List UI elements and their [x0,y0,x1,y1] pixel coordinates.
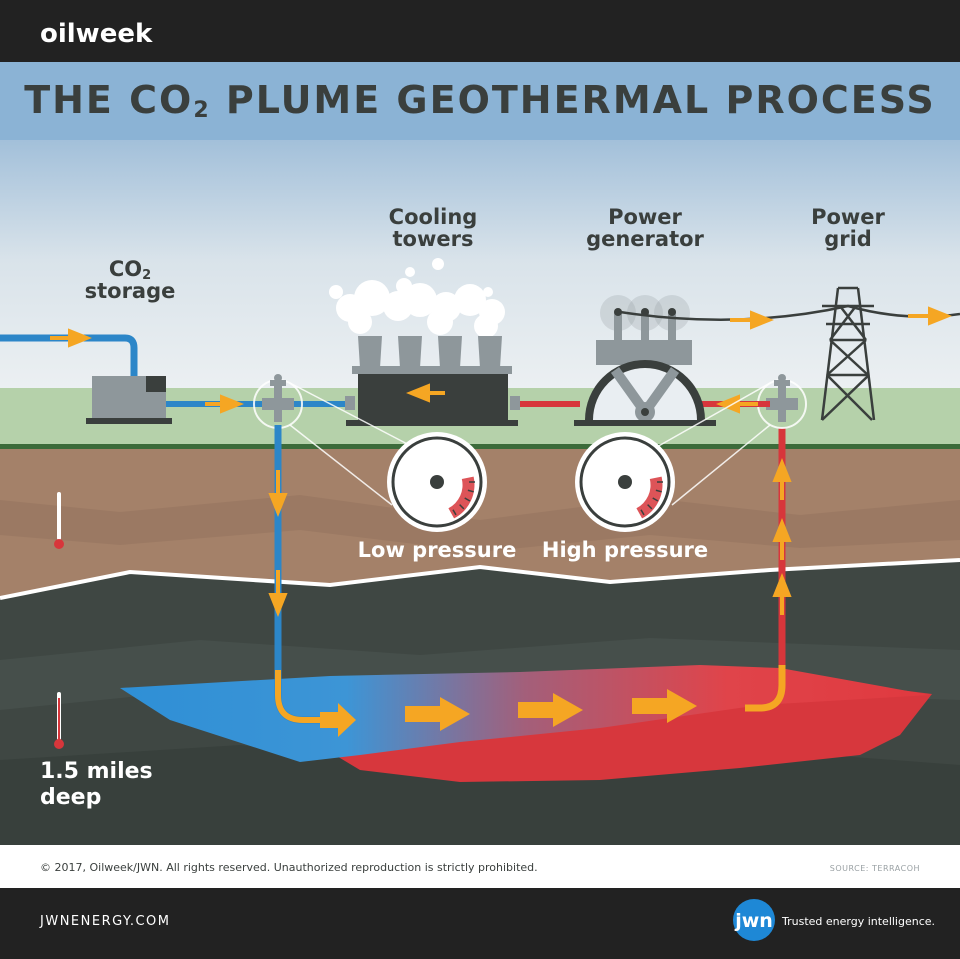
depth-label-line2: deep [40,785,101,810]
brand-logo: oilweek [40,19,153,49]
jwn-logo-text: jwn [734,910,773,932]
rock-boundary [0,558,960,600]
power-generator-label: Power [608,205,682,229]
power-grid-label: Power [811,205,885,229]
inlet-pipe [0,334,138,404]
co2-storage-label-line2: storage [85,279,176,303]
co2-storage-label: CO2 [109,257,151,283]
cooling-towers-label-line2: towers [393,227,474,251]
co2-storage-tank [86,376,172,424]
cooling-towers-label: Cooling [389,205,478,229]
low-pressure-label: Low pressure [358,538,517,562]
deep-thermometer-icon [54,692,64,749]
injection-well-bend [275,670,325,723]
jwn-logo: jwn [733,899,775,941]
soil-band [0,495,960,552]
copyright-strip [0,845,960,888]
reservoir-flow-arrows [320,689,697,737]
website-link[interactable]: JWNENERGY.COM [39,914,171,929]
depth-label-line1: 1.5 miles [40,759,153,784]
shallow-thermometer-icon [54,492,64,549]
power-grid-label-line2: grid [824,227,872,251]
power-grid-tower-icon [820,286,876,421]
rock-band-2 [0,745,960,845]
footer-tagline: Trusted energy intelligence. [781,915,935,928]
page-title: THE CO2 PLUME GEOTHERMAL PROCESS [24,78,936,123]
cooling-towers-building [329,258,520,426]
high-pressure-gauge-icon [575,432,675,532]
footer-bar [0,888,960,954]
production-wellhead [757,374,807,429]
gauge-callout-lines [289,382,771,506]
injection-wellhead [253,374,303,429]
steam-clouds [329,258,505,338]
title-band [0,62,960,140]
low-pressure-gauge-icon [387,432,487,532]
copyright-text: © 2017, Oilweek/JWN. All rights reserved… [40,861,538,874]
power-generator-label-line2: generator [586,227,704,251]
header-bar [0,0,960,62]
production-well-bend [745,660,786,712]
source-text: SOURCE: TERRACOH [830,864,920,873]
high-pressure-label: High pressure [542,538,708,562]
ground-line [0,444,960,449]
power-generator [574,295,716,426]
